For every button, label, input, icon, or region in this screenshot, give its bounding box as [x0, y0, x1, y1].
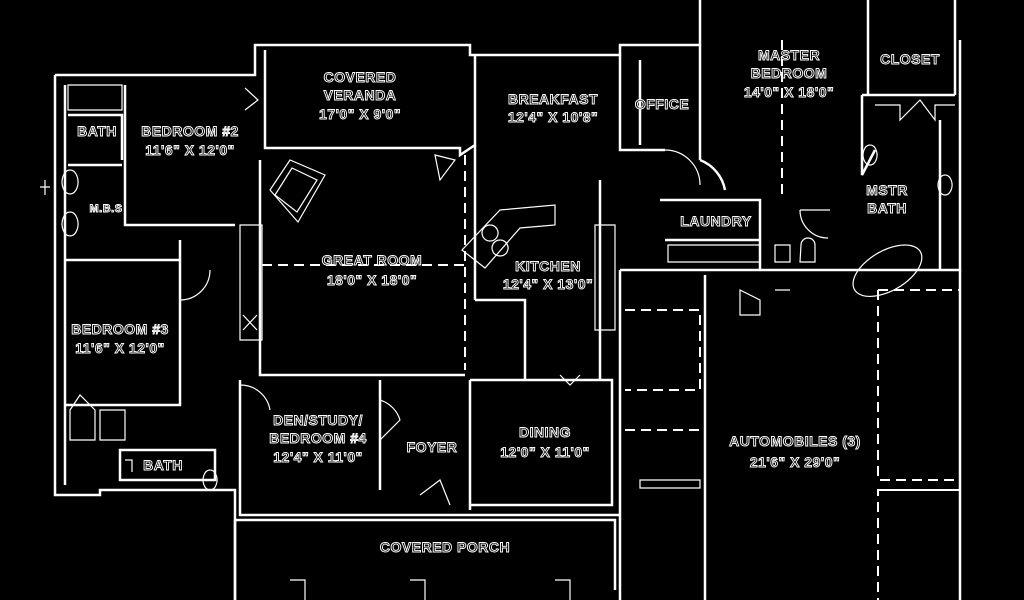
- room-size-breakfast: 12'4" X 10'8": [508, 109, 598, 125]
- room-labels: BATH BEDROOM #2 11'6" X 12'0" COVERED VE…: [71, 47, 940, 556]
- room-label-mbs: M.B.S: [89, 203, 122, 215]
- room-label-foyer: FOYER: [407, 439, 458, 455]
- room-size-bedroom2: 11'6" X 12'0": [145, 142, 235, 158]
- room-label-office: OFFICE: [635, 96, 689, 112]
- walls: [40, 0, 962, 600]
- room-label-den-1: DEN/STUDY/: [273, 412, 363, 428]
- room-label-kitchen: KITCHEN: [515, 258, 581, 274]
- room-size-den: 12'4" X 11'0": [273, 449, 363, 465]
- room-label-den-2: BEDROOM #4: [269, 430, 367, 446]
- room-label-mstr-bath-1: MSTR: [866, 182, 908, 198]
- room-label-bedroom2: BEDROOM #2: [141, 123, 239, 139]
- room-size-veranda: 17'0" X 9'0": [319, 106, 401, 122]
- room-label-closet: CLOSET: [880, 51, 940, 67]
- room-label-bedroom3: BEDROOM #3: [71, 321, 169, 337]
- room-label-mstr-bath-2: BATH: [867, 200, 907, 216]
- room-size-dining: 12'0" X 11'0": [500, 444, 590, 460]
- room-label-great-room: GREAT ROOM: [322, 252, 422, 268]
- room-label-breakfast: BREAKFAST: [508, 91, 598, 107]
- room-label-bath-top: BATH: [77, 123, 117, 139]
- room-size-garage: 21'6" X 29'0": [750, 454, 840, 470]
- room-label-veranda-2: VERANDA: [324, 87, 397, 103]
- room-size-master: 14'0" X 18'0": [744, 84, 834, 100]
- room-label-garage: AUTOMOBILES (3): [729, 433, 861, 449]
- room-size-great-room: 18'0" X 18'0": [327, 272, 417, 288]
- room-label-porch: COVERED PORCH: [380, 539, 510, 555]
- room-label-master-1: MASTER: [758, 47, 820, 63]
- room-size-kitchen: 12'4" X 13'0": [503, 276, 593, 292]
- room-label-bath-bottom: BATH: [143, 457, 183, 473]
- room-label-master-2: BEDROOM: [751, 65, 828, 81]
- room-label-laundry: LAUNDRY: [680, 213, 752, 229]
- room-size-bedroom3: 11'6" X 12'0": [75, 340, 165, 356]
- room-label-veranda-1: COVERED: [324, 69, 397, 85]
- room-label-dining: DINING: [519, 424, 571, 440]
